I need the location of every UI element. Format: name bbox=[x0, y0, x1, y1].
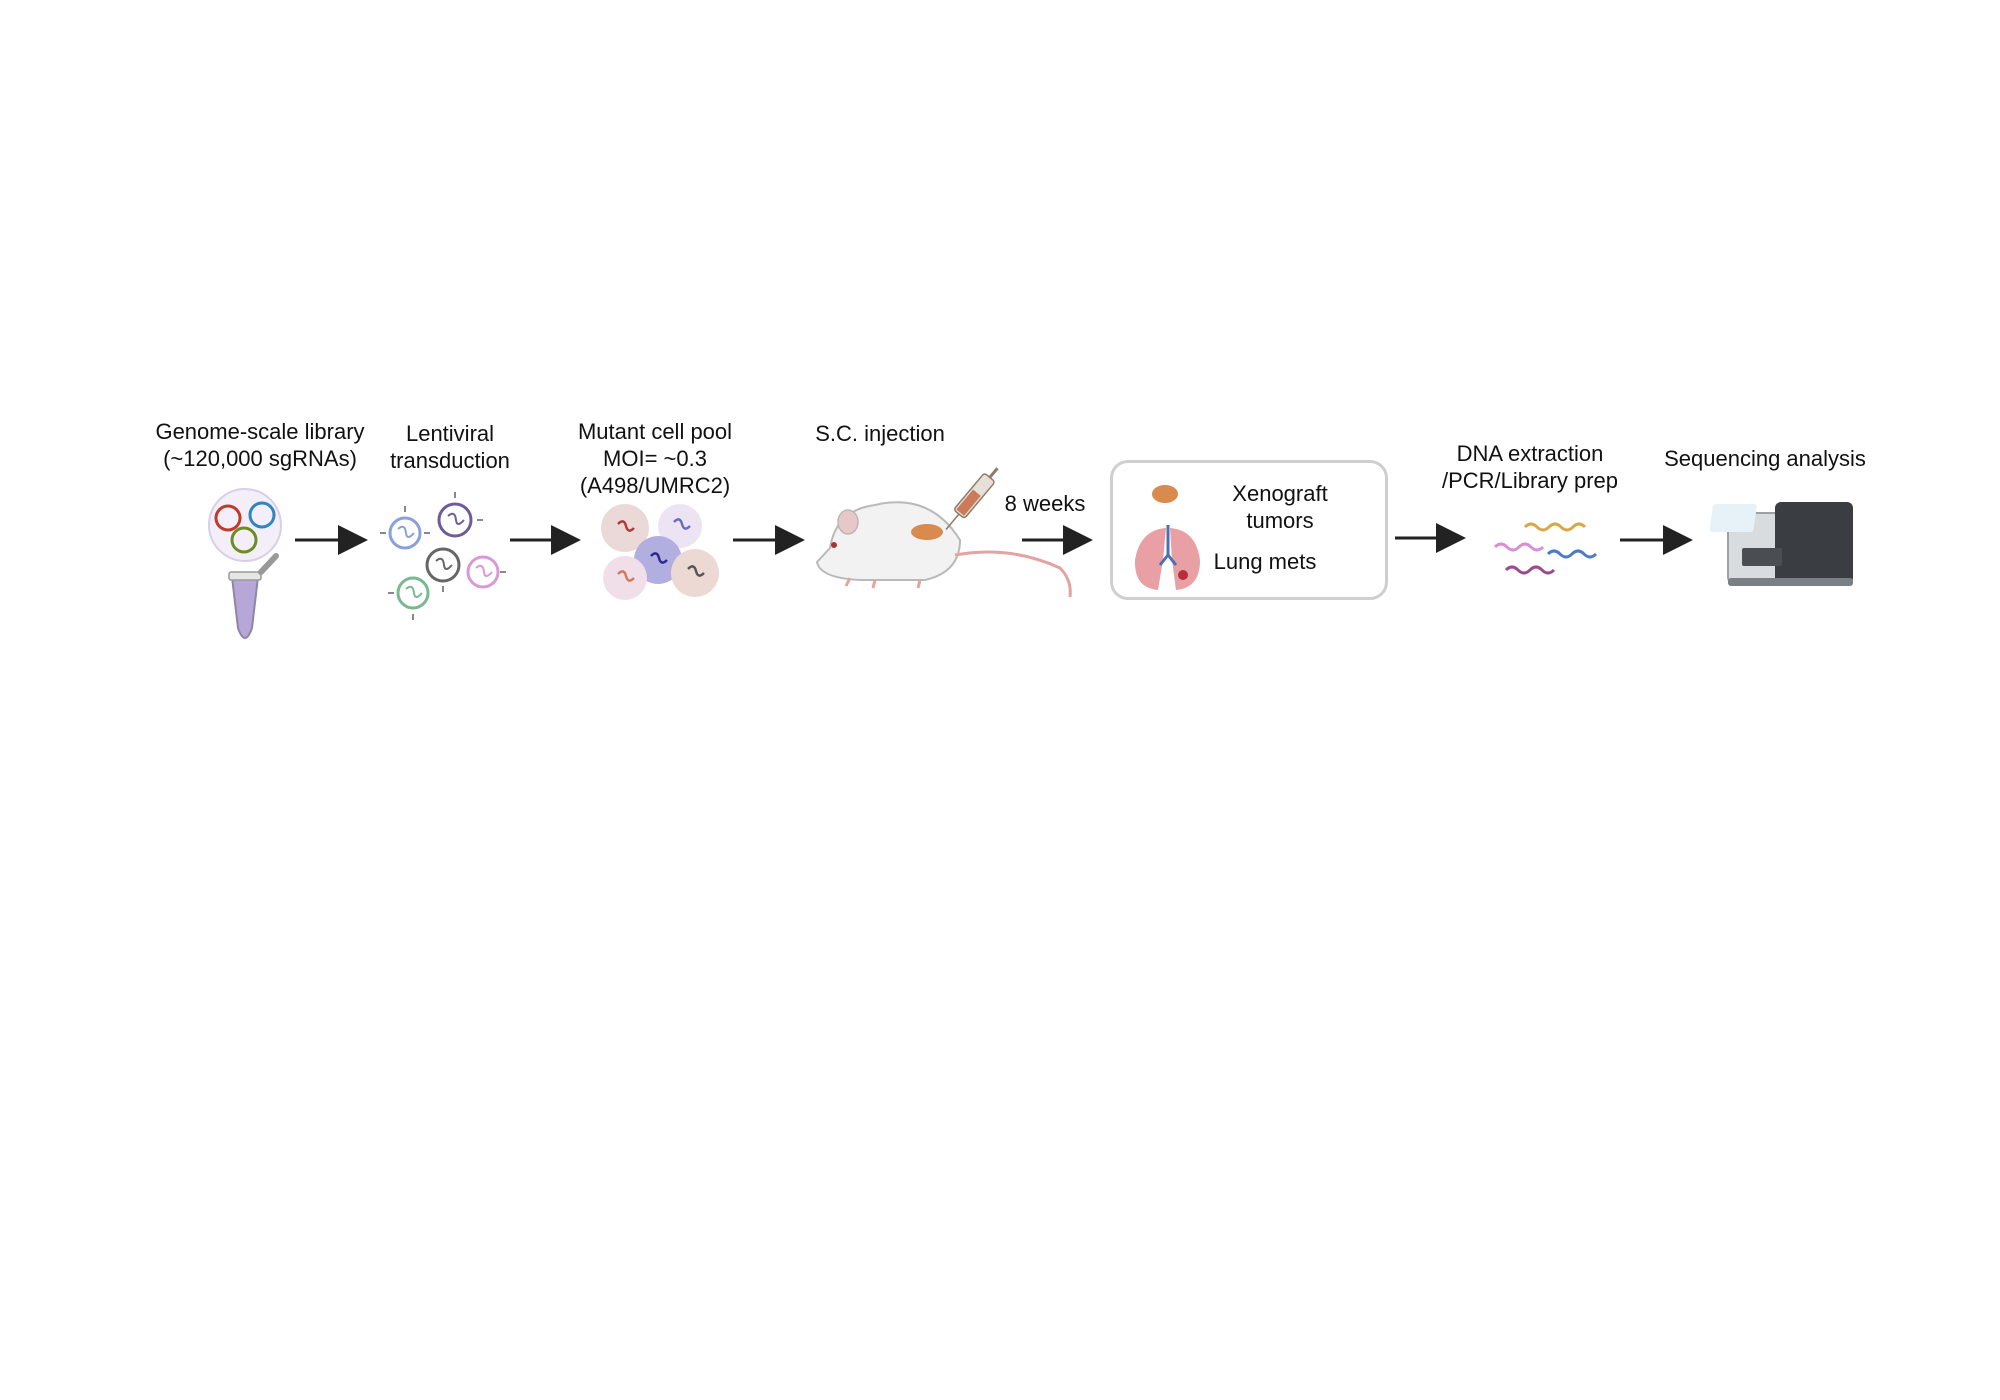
label-dna-extraction: DNA extraction/PCR/Library prep bbox=[1441, 441, 1619, 493]
flow-arrows bbox=[295, 523, 1693, 555]
cell-pool-icon bbox=[601, 504, 719, 600]
sequencer-icon bbox=[1709, 502, 1853, 586]
label-lung-mets: Lung mets bbox=[1213, 549, 1317, 574]
label-genome-library: Genome-scale library(~120,000 sgRNAs) bbox=[155, 419, 365, 471]
virus-particles-icon bbox=[380, 492, 506, 620]
tumor-icon bbox=[1152, 485, 1178, 503]
label-sequencing-analysis: Sequencing analysis bbox=[1664, 446, 1866, 471]
outcomes-box bbox=[1110, 460, 1388, 600]
mouse-syringe-icon bbox=[815, 467, 1072, 598]
label-sc-injection: S.C. injection bbox=[815, 421, 945, 446]
lungs-icon bbox=[1134, 525, 1200, 590]
label-8-weeks: 8 weeks bbox=[1004, 491, 1086, 516]
dna-fragments-icon bbox=[1493, 522, 1598, 575]
plasmid-tube-icon bbox=[208, 488, 282, 639]
